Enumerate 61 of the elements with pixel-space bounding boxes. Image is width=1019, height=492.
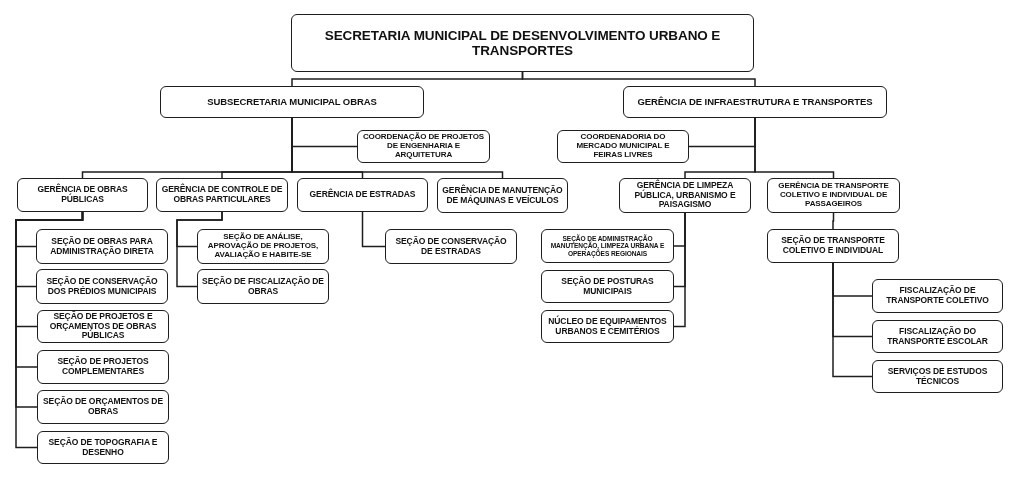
org-unit-box bbox=[541, 270, 674, 303]
org-unit-box bbox=[623, 86, 887, 118]
unit-name: NÚCLEO DE EQUIPAMENTOS URBANOS E CEMITÉRIOS bbox=[547, 317, 668, 336]
unit-name: SEÇÃO DE ORÇAMENTOS DE OBRAS bbox=[42, 397, 164, 417]
org-unit-box bbox=[37, 310, 169, 343]
connector-line bbox=[15, 211, 84, 449]
org-unit-box bbox=[297, 178, 428, 212]
org-unit-box bbox=[541, 229, 674, 263]
unit-name: SUBSECRETARIA MUNICIPAL OBRAS bbox=[207, 96, 377, 108]
unit-name: GERÊNCIA DE LIMPEZA PÚBLICA, URBANISMO E PAISAGISMO bbox=[633, 181, 737, 210]
unit-name: SEÇÃO DE CONSERVAÇÃO DE ESTRADAS bbox=[394, 237, 508, 256]
org-unit-box bbox=[872, 360, 1003, 393]
org-unit-box bbox=[619, 178, 751, 213]
org-unit-box bbox=[872, 279, 1003, 313]
unit-name: SEÇÃO DE CONSERVAÇÃO DOS PRÉDIOS MUNICIPAIS bbox=[45, 277, 159, 296]
connector-line bbox=[832, 262, 873, 378]
org-unit-box bbox=[37, 390, 169, 424]
unit-name: GERÊNCIA DE CONTROLE DE OBRAS PARTICULARES bbox=[161, 185, 283, 205]
connector-line bbox=[673, 212, 686, 328]
org-unit-box bbox=[872, 320, 1003, 353]
unit-name: SEÇÃO DE POSTURAS MUNICIPAIS bbox=[560, 277, 655, 296]
unit-name: GERÊNCIA DE TRANSPORTE COLETIVO E INDIVIDUAL DE PASSAGEIROS bbox=[777, 182, 890, 209]
org-unit-box bbox=[37, 431, 169, 464]
org-unit-box bbox=[385, 229, 517, 264]
unit-name: SERVIÇOS DE ESTUDOS TÉCNICOS bbox=[886, 367, 989, 386]
unit-name: SEÇÃO DE TRANSPORTE COLETIVO E INDIVIDUAL bbox=[780, 236, 886, 256]
org-unit-box bbox=[160, 86, 424, 118]
org-unit-box bbox=[767, 229, 899, 263]
unit-name: GERÊNCIA DE OBRAS PÚBLICAS bbox=[36, 185, 129, 205]
org-unit-box bbox=[197, 229, 329, 264]
unit-name: GERÊNCIA DE ESTRADAS bbox=[309, 190, 416, 200]
org-unit-box bbox=[557, 130, 689, 163]
org-unit-box bbox=[156, 178, 288, 212]
org-unit-box bbox=[437, 178, 568, 213]
unit-name: GERÊNCIA DE MANUTENÇÃO DE MÁQUINAS E VEÍCULOS bbox=[442, 186, 563, 205]
unit-name: SEÇÃO DE PROJETOS COMPLEMENTARES bbox=[56, 357, 150, 377]
org-unit-box bbox=[36, 269, 168, 304]
unit-name: FISCALIZAÇÃO DO TRANSPORTE ESCOLAR bbox=[886, 327, 989, 346]
unit-name: SEÇÃO DE PROJETOS E ORÇAMENTOS DE OBRAS PÚBLICAS bbox=[48, 312, 158, 341]
unit-name: SECRETARIA MUNICIPAL DE DESENVOLVIMENTO URBANO E TRANSPORTES bbox=[323, 27, 722, 59]
unit-name: GERÊNCIA DE INFRAESTRUTURA E TRANSPORTES bbox=[637, 96, 873, 108]
org-unit-box bbox=[291, 14, 754, 72]
unit-name: SEÇÃO DE OBRAS PARA ADMINISTRAÇÃO DIRETA bbox=[49, 237, 155, 256]
unit-name: SEÇÃO DE ANÁLISE, APROVAÇÃO DE PROJETOS, AVALIAÇÃO E HABITE-SE bbox=[206, 233, 320, 260]
org-unit-box bbox=[37, 350, 169, 384]
connector-line bbox=[521, 71, 756, 87]
unit-name: SEÇÃO DE FISCALIZAÇÃO DE OBRAS bbox=[202, 277, 324, 296]
unit-name: COORDENADORIA DO MERCADO MUNICIPAL E FEIRAS LIVRES bbox=[575, 133, 671, 160]
unit-name: COORDENAÇÃO DE PROJETOS DE ENGENHARIA E ARQUITETURA bbox=[362, 133, 485, 160]
org-unit-box bbox=[541, 310, 674, 343]
connector-line bbox=[176, 211, 223, 288]
org-unit-box bbox=[36, 229, 168, 264]
connector-line bbox=[754, 117, 835, 179]
connector-line bbox=[291, 117, 504, 179]
unit-name: SEÇÃO DE TOPOGRAFIA E DESENHO bbox=[47, 438, 159, 457]
connector-line bbox=[832, 212, 835, 230]
connector-line bbox=[361, 211, 386, 248]
org-unit-box bbox=[197, 269, 329, 304]
unit-name: FISCALIZAÇÃO DE TRANSPORTE COLETIVO bbox=[885, 286, 990, 306]
org-unit-box bbox=[17, 178, 148, 212]
org-unit-box bbox=[767, 178, 900, 213]
